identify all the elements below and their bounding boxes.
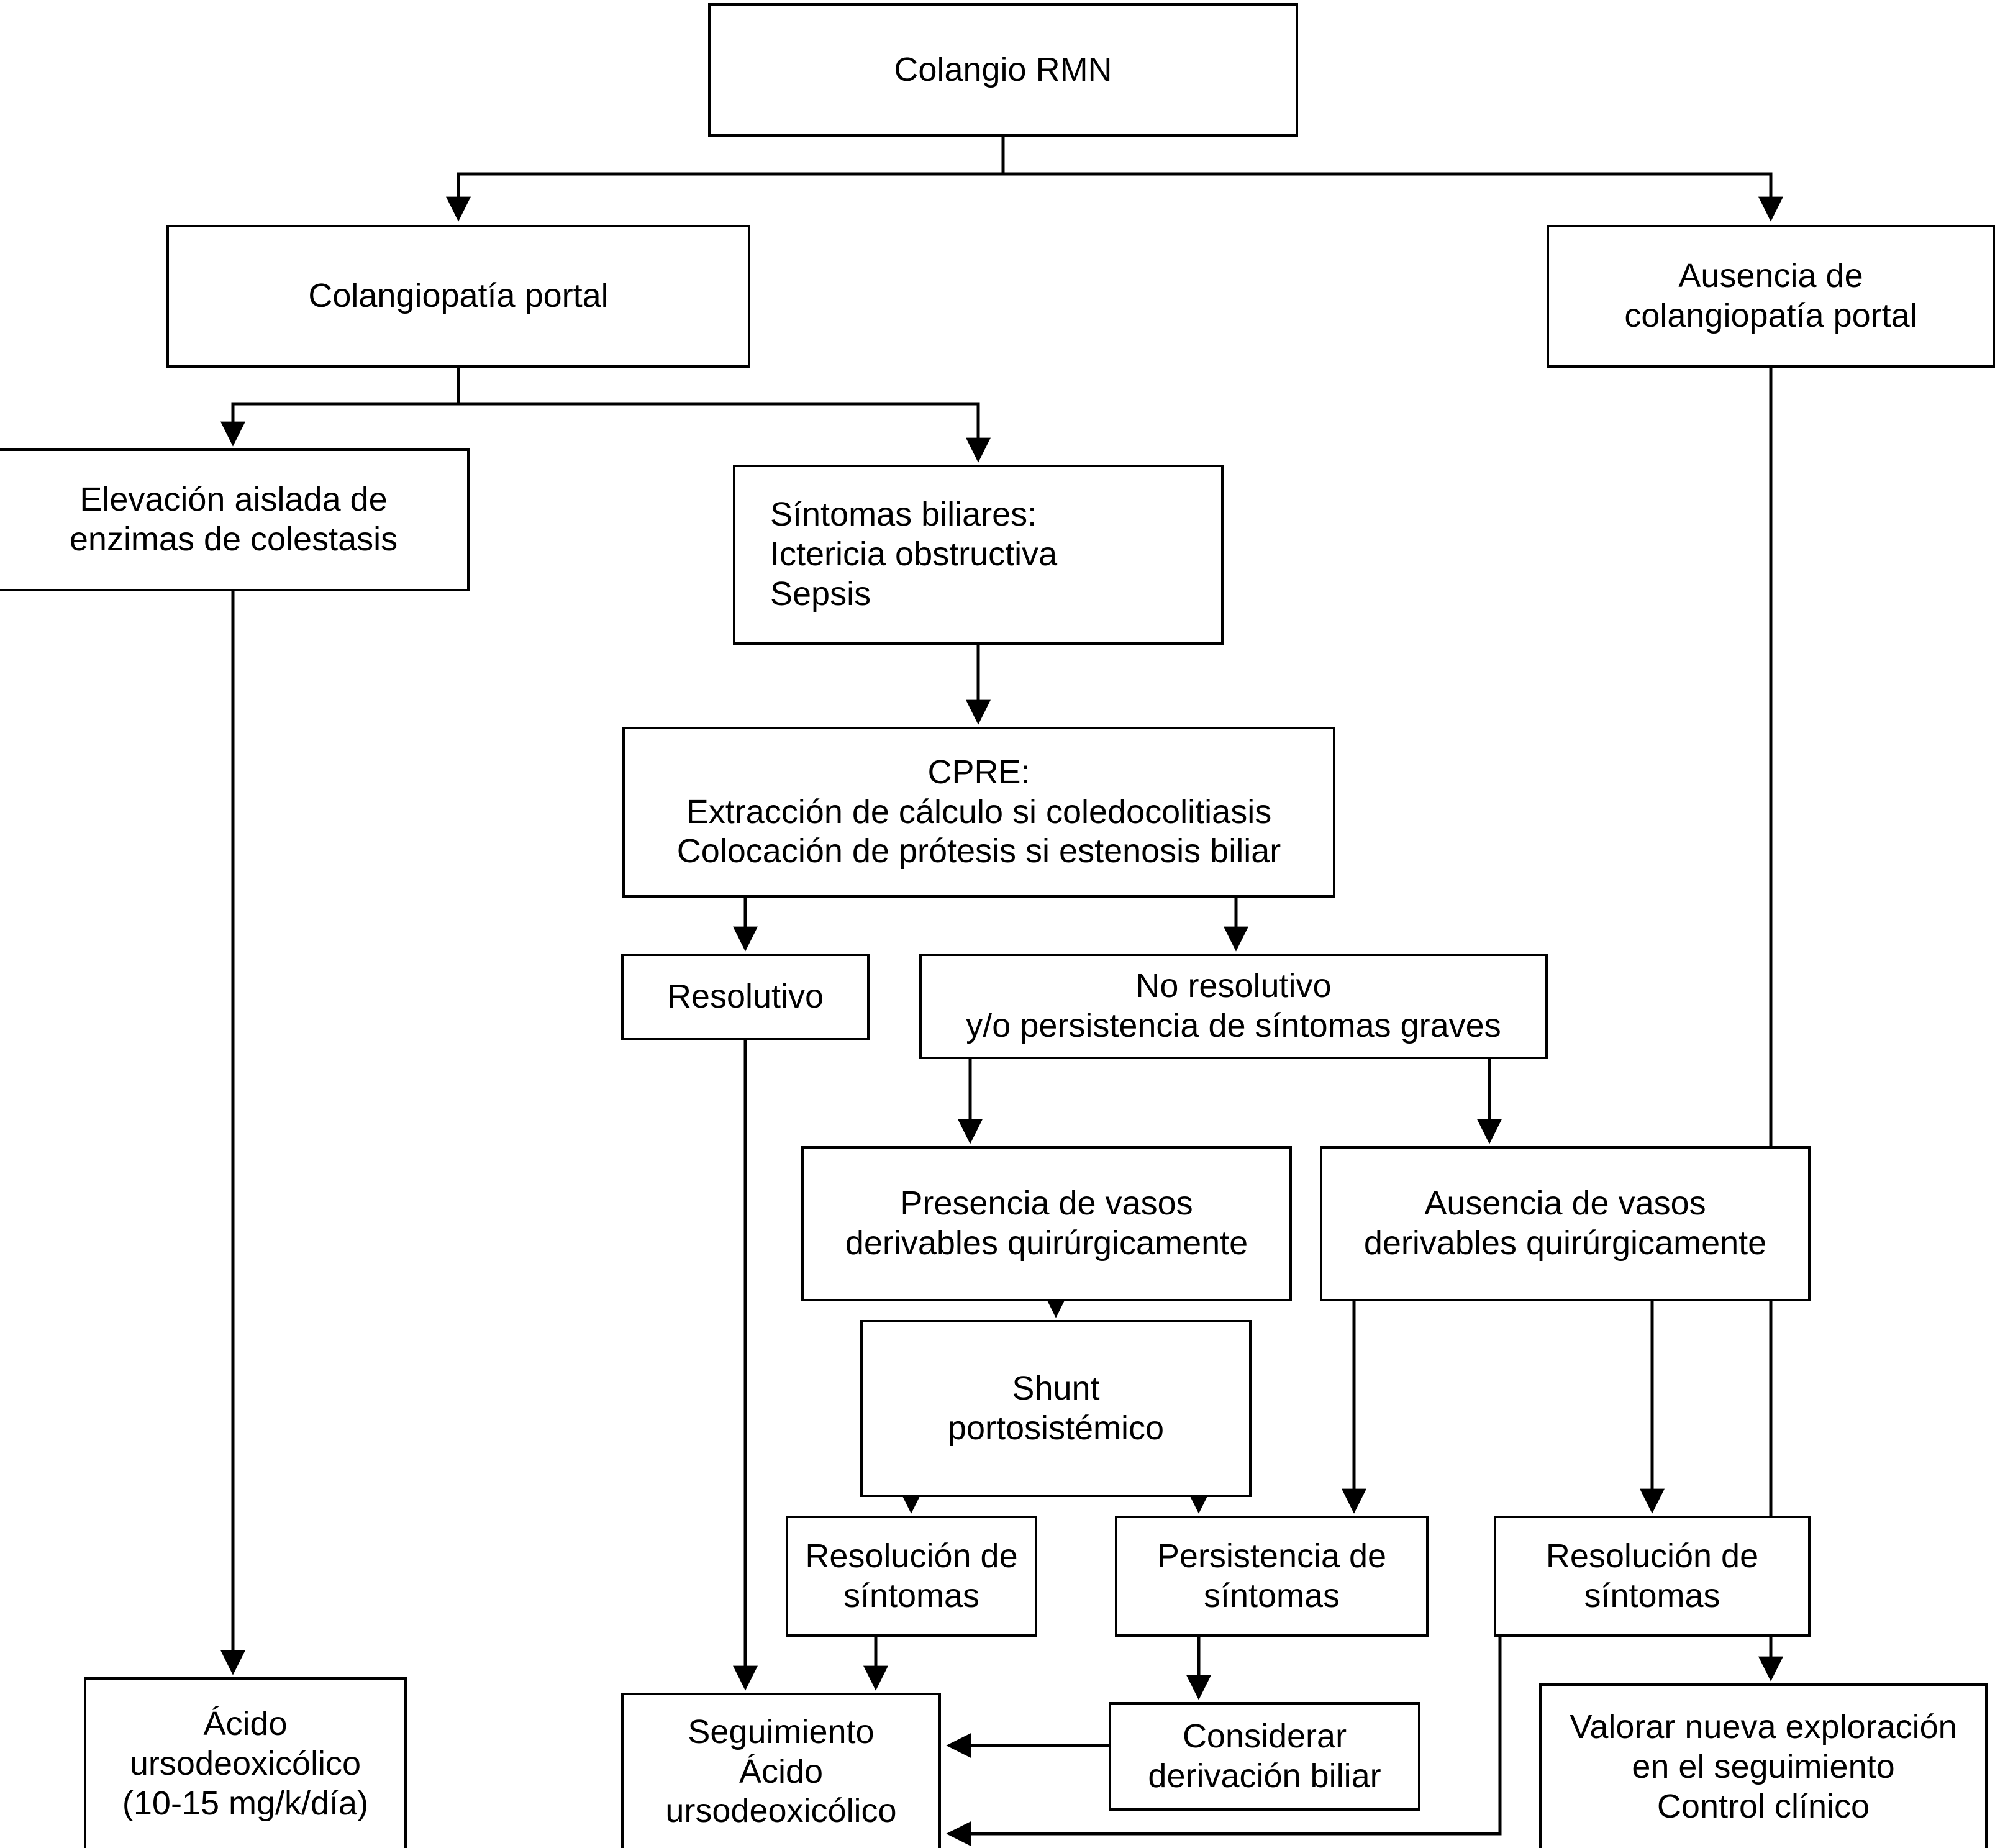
node-colangio-rmn[interactable]: Colangio RMN xyxy=(708,3,1298,137)
node-acido-ursodeoxicolico[interactable]: Ácido ursodeoxicólico (10-15 mg/k/día) xyxy=(84,1677,407,1848)
node-considerar-derivacion-biliar[interactable]: Considerar derivación biliar xyxy=(1109,1702,1420,1811)
edge-rmn-to-colangiopatia xyxy=(446,137,1005,222)
node-elevacion-enzimas-colestasis[interactable]: Elevación aislada de enzimas de colestas… xyxy=(0,448,470,591)
node-shunt-portosistemico[interactable]: Shunt portosistémico xyxy=(860,1320,1252,1497)
edge-colangiopatia-to-elevacion xyxy=(220,368,460,447)
node-valorar-nueva-exploracion[interactable]: Valorar nueva exploración en el seguimie… xyxy=(1539,1683,1988,1848)
node-presencia-vasos[interactable]: Presencia de vasos derivables quirúrgica… xyxy=(801,1146,1292,1301)
node-sintomas-biliares[interactable]: Síntomas biliares: Ictericia obstructiva… xyxy=(733,465,1224,645)
node-resolutivo[interactable]: Resolutivo xyxy=(621,954,870,1040)
node-ausencia-vasos[interactable]: Ausencia de vasos derivables quirúrgicam… xyxy=(1320,1146,1811,1301)
node-seguimiento-acido-ursodeoxicolico[interactable]: Seguimiento Ácido ursodeoxicólico xyxy=(621,1693,941,1848)
node-no-resolutivo[interactable]: No resolutivo y/o persistencia de síntom… xyxy=(919,954,1548,1059)
node-persistencia-sintomas[interactable]: Persistencia de síntomas xyxy=(1115,1516,1429,1637)
node-ausencia-colangiopatia-portal[interactable]: Ausencia de colangiopatía portal xyxy=(1547,225,1995,368)
node-cpre[interactable]: CPRE: Extracción de cálculo si coledocol… xyxy=(622,727,1335,898)
node-resolucion-sintomas-shunt[interactable]: Resolución de síntomas xyxy=(786,1516,1037,1637)
edge-colangiopatia-to-sintomas xyxy=(457,368,991,463)
node-resolucion-sintomas-ausencia[interactable]: Resolución de síntomas xyxy=(1494,1516,1811,1637)
node-colangiopatia-portal[interactable]: Colangiopatía portal xyxy=(166,225,750,368)
edge-rmn-to-ausencia xyxy=(1001,137,1783,222)
